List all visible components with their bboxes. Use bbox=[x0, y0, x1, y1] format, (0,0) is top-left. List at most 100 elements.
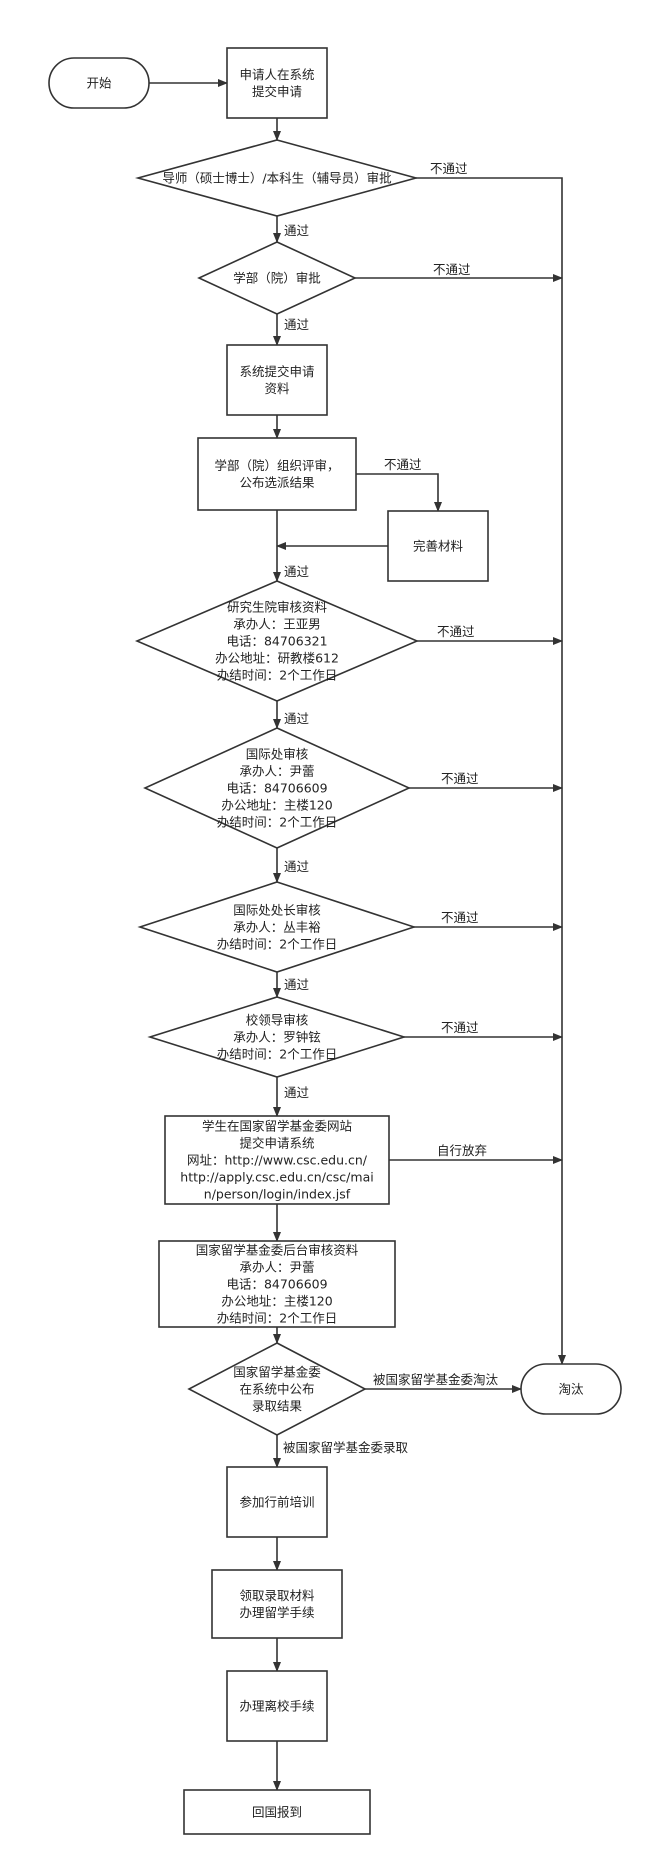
node-procedures-line-1: 办理留学手续 bbox=[239, 1605, 314, 1620]
node-review-box bbox=[197, 437, 357, 511]
node-csc_submit: 学生在国家留学基金委网站提交申请系统网址：http://www.csc.edu.… bbox=[164, 1115, 390, 1205]
node-intl-line-0: 国际处审核 bbox=[246, 747, 309, 762]
node-intl_head-diamond bbox=[137, 881, 417, 973]
node-csc_submit-line-2: 网址：http://www.csc.edu.cn/ bbox=[187, 1153, 368, 1168]
node-leader-line-0: 校领导审核 bbox=[246, 1013, 309, 1028]
edge-label-intl-to-eliminated: 不通过 bbox=[441, 771, 479, 786]
node-csc_review-line-1: 承办人：尹蕾 bbox=[239, 1260, 314, 1275]
node-intl-line-1: 承办人：尹蕾 bbox=[239, 764, 314, 779]
node-csc_submit-line-3: http://apply.csc.edu.cn/csc/mai bbox=[180, 1170, 373, 1185]
node-eliminated-line-0: 淘汰 bbox=[558, 1382, 584, 1397]
edge-label-csc_result-to-eliminated: 被国家留学基金委淘汰 bbox=[373, 1372, 499, 1387]
node-improve-line-0: 完善材料 bbox=[413, 539, 464, 554]
node-review-line-0: 学部（院）组织评审， bbox=[214, 458, 339, 473]
node-eliminated: 淘汰 bbox=[520, 1363, 622, 1415]
node-intl_head-line-2: 办结时间：2个工作日 bbox=[217, 937, 337, 952]
node-procedures-line-0: 领取录取材料 bbox=[239, 1588, 315, 1603]
edge-label-dept-to-eliminated: 不通过 bbox=[433, 262, 471, 277]
node-csc_review-line-3: 办公地址：主楼120 bbox=[221, 1294, 332, 1309]
edge-label-review-to-improve: 不通过 bbox=[384, 457, 422, 472]
edge-label-intl_head-to-leader: 通过 bbox=[284, 977, 310, 992]
node-intl-line-3: 办公地址：主楼120 bbox=[221, 798, 332, 813]
edge-label-grad-to-eliminated: 不通过 bbox=[437, 624, 475, 639]
node-improve-box bbox=[387, 510, 489, 582]
edge-label-intl_head-to-eliminated: 不通过 bbox=[441, 910, 479, 925]
node-return-line-0: 回国报到 bbox=[252, 1805, 302, 1820]
node-review-line-1: 公布选派结果 bbox=[239, 475, 315, 490]
node-csc_submit-line-4: n/person/login/index.jsf bbox=[204, 1187, 351, 1202]
node-csc_result-diamond bbox=[187, 1342, 367, 1436]
edge-review-to-improve bbox=[356, 473, 442, 512]
node-csc_review-line-0: 国家留学基金委后台审核资料 bbox=[196, 1243, 359, 1258]
node-materials-line-1: 资料 bbox=[264, 381, 290, 396]
node-csc_submit-box bbox=[164, 1115, 390, 1205]
node-leave-box bbox=[226, 1670, 328, 1742]
node-intl-line-4: 办结时间：2个工作日 bbox=[217, 815, 337, 830]
node-csc_result-line-2: 录取结果 bbox=[252, 1399, 303, 1414]
node-grad-line-3: 办公地址：研教楼612 bbox=[215, 651, 339, 666]
edge-label-intl-to-intl_head: 通过 bbox=[284, 859, 310, 874]
node-leader-line-1: 承办人：罗钟铉 bbox=[233, 1030, 321, 1045]
node-intl-diamond bbox=[143, 727, 411, 849]
node-leader-line-2: 办结时间：2个工作日 bbox=[217, 1047, 337, 1062]
nodes-layer: 开始 申请人在系统提交申请导师（硕士博士）/本科生（辅导员）审批学部（院）审批系统… bbox=[48, 47, 622, 1835]
node-csc_review-box bbox=[158, 1240, 396, 1328]
node-training: 参加行前培训 bbox=[226, 1466, 328, 1538]
node-csc_result-line-0: 国家留学基金委 bbox=[233, 1365, 321, 1380]
node-materials-box bbox=[226, 344, 328, 416]
edge-label-review-to-grad: 通过 bbox=[284, 564, 310, 579]
edge-label-leader-to-eliminated: 不通过 bbox=[441, 1020, 479, 1035]
node-grad-line-4: 办结时间：2个工作日 bbox=[217, 668, 337, 683]
node-grad-line-0: 研究生院审核资料 bbox=[227, 600, 328, 615]
node-start: 开始 bbox=[48, 57, 150, 109]
node-leader-diamond bbox=[147, 996, 407, 1078]
node-procedures-box bbox=[211, 1569, 343, 1639]
node-grad-line-1: 承办人：王亚男 bbox=[233, 617, 321, 632]
node-dept: 学部（院）审批 bbox=[197, 241, 357, 315]
edge-label-leader-to-csc_submit: 通过 bbox=[284, 1085, 310, 1100]
node-review: 学部（院）组织评审， 公布选派结果 bbox=[197, 437, 357, 511]
node-eliminated-terminal bbox=[520, 1363, 622, 1415]
edge-label-grad-to-intl: 通过 bbox=[284, 711, 310, 726]
node-return: 回国报到 bbox=[183, 1789, 371, 1835]
edge-label-advisor-to-dept: 通过 bbox=[284, 223, 310, 238]
node-return-box bbox=[183, 1789, 371, 1835]
node-leave: 办理离校手续 bbox=[226, 1670, 328, 1742]
edge-label-csc_result-to-training: 被国家留学基金委录取 bbox=[283, 1440, 409, 1455]
edge-label-advisor-to-eliminated: 不通过 bbox=[430, 161, 468, 176]
node-dept-diamond bbox=[197, 241, 357, 315]
edge-advisor-to-eliminated bbox=[416, 177, 566, 1365]
node-improve: 完善材料 bbox=[387, 510, 489, 582]
node-csc_review-line-4: 办结时间：2个工作日 bbox=[217, 1311, 337, 1326]
node-csc_review-line-2: 电话：84706609 bbox=[226, 1277, 327, 1292]
node-intl_head-line-1: 承办人：丛丰裕 bbox=[233, 920, 321, 935]
node-dept-line-0: 学部（院）审批 bbox=[233, 271, 321, 286]
node-leave-line-0: 办理离校手续 bbox=[239, 1699, 314, 1714]
node-advisor-diamond bbox=[134, 139, 420, 217]
node-submit-line-0: 申请人在系统 bbox=[239, 67, 314, 82]
node-start-line-0: 开始 bbox=[86, 76, 112, 91]
node-training-line-0: 参加行前培训 bbox=[239, 1495, 314, 1510]
node-intl_head-line-0: 国际处处长审核 bbox=[233, 903, 321, 918]
node-csc_submit-line-1: 提交申请系统 bbox=[239, 1136, 314, 1151]
node-grad-line-2: 电话：84706321 bbox=[226, 634, 327, 649]
edge-label-dept-to-materials: 通过 bbox=[284, 317, 310, 332]
node-start-terminal bbox=[48, 57, 150, 109]
node-training-box bbox=[226, 1466, 328, 1538]
node-submit-line-1: 提交申请 bbox=[252, 84, 302, 99]
node-advisor-line-0: 导师（硕士博士）/本科生（辅导员）审批 bbox=[162, 171, 391, 186]
node-intl-line-2: 电话：84706609 bbox=[226, 781, 327, 796]
node-materials-line-0: 系统提交申请 bbox=[239, 364, 314, 379]
node-csc_result-line-1: 在系统中公布 bbox=[239, 1382, 314, 1397]
node-csc_submit-line-0: 学生在国家留学基金委网站 bbox=[202, 1119, 352, 1134]
edges-layer: 通过不通过通过不通过不通过通过不通过通过不通过通过不通过通过不通过通过自行放弃被… bbox=[149, 79, 566, 1791]
